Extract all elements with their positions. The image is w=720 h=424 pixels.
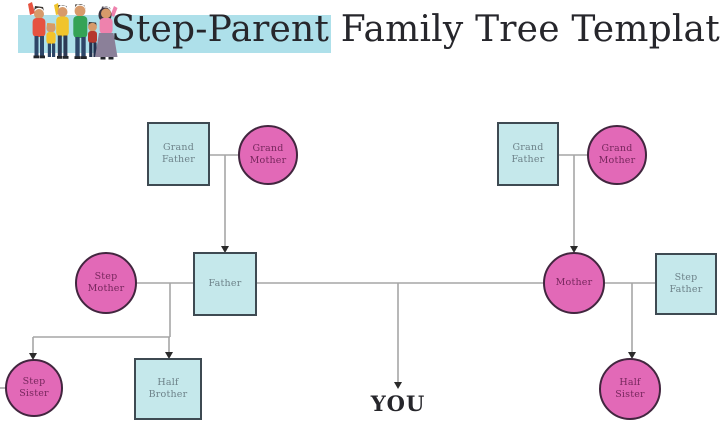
- page-title-rest-text: Family Tree Template: [329, 9, 720, 50]
- person-red-child: [88, 22, 97, 57]
- node-step-sister: Step Sister: [5, 359, 63, 417]
- person-yellow-adult: [54, 3, 69, 59]
- page-title-highlighted-text: Step-Parent: [111, 9, 330, 50]
- node-half-sister: Half Sister: [599, 358, 661, 420]
- node-label: Father: [208, 277, 242, 289]
- node-label: Grand Mother: [249, 142, 287, 166]
- node-label: Step Father: [669, 271, 703, 295]
- title-highlight-bar: [18, 15, 331, 53]
- node-label: Mother: [555, 276, 593, 288]
- node-mother: Mother: [543, 252, 605, 314]
- person-red-adult: [28, 2, 46, 59]
- node-label: Grand Mother: [598, 142, 636, 166]
- page-title: Step-Parent Family Tree Template: [111, 7, 720, 53]
- node-step-father: Step Father: [655, 253, 717, 315]
- node-label: Grand Father: [511, 141, 545, 165]
- node-grand-mother-right: Grand Mother: [587, 125, 647, 185]
- person-pink-woman: [95, 6, 118, 60]
- node-grand-mother-left: Grand Mother: [238, 125, 298, 185]
- node-father: Father: [193, 252, 257, 316]
- node-label: Step Sister: [19, 375, 49, 399]
- node-label: Step Mother: [87, 270, 125, 294]
- node-step-mother: Step Mother: [75, 252, 137, 314]
- family-group-illustration: [28, 2, 118, 60]
- node-label: Grand Father: [162, 141, 195, 165]
- node-label: Half Brother: [148, 376, 188, 400]
- node-grand-father-right: Grand Father: [497, 122, 559, 186]
- person-green-adult: [73, 4, 88, 59]
- person-yellow-child: [46, 23, 56, 57]
- node-half-brother: Half Brother: [134, 358, 202, 420]
- node-label: Half Sister: [615, 376, 645, 400]
- node-grand-father-left: Grand Father: [147, 122, 210, 186]
- you-label: YOU: [370, 391, 426, 416]
